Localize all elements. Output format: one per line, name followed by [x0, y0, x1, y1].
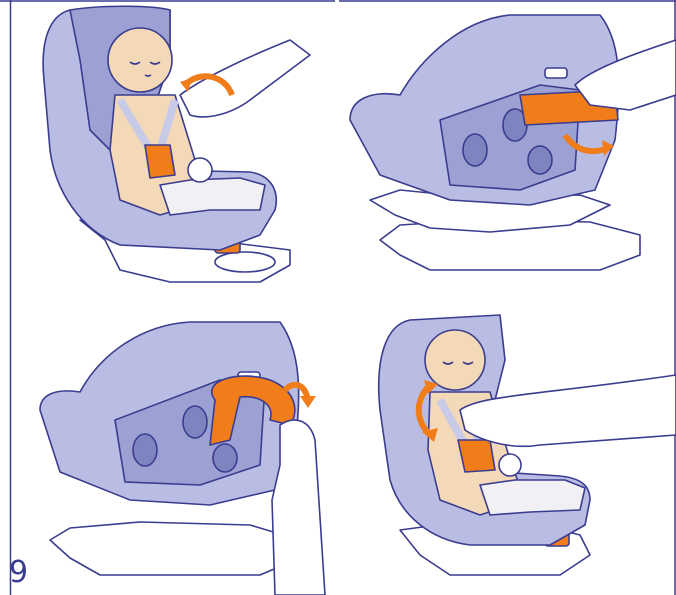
panel-1-baby-harness	[10, 0, 334, 300]
panel-3-strap-thread	[10, 300, 334, 595]
panel-2-strap-pull	[340, 0, 676, 300]
panel-4-baby-tighten	[340, 300, 676, 595]
step-number: 9	[9, 558, 28, 588]
